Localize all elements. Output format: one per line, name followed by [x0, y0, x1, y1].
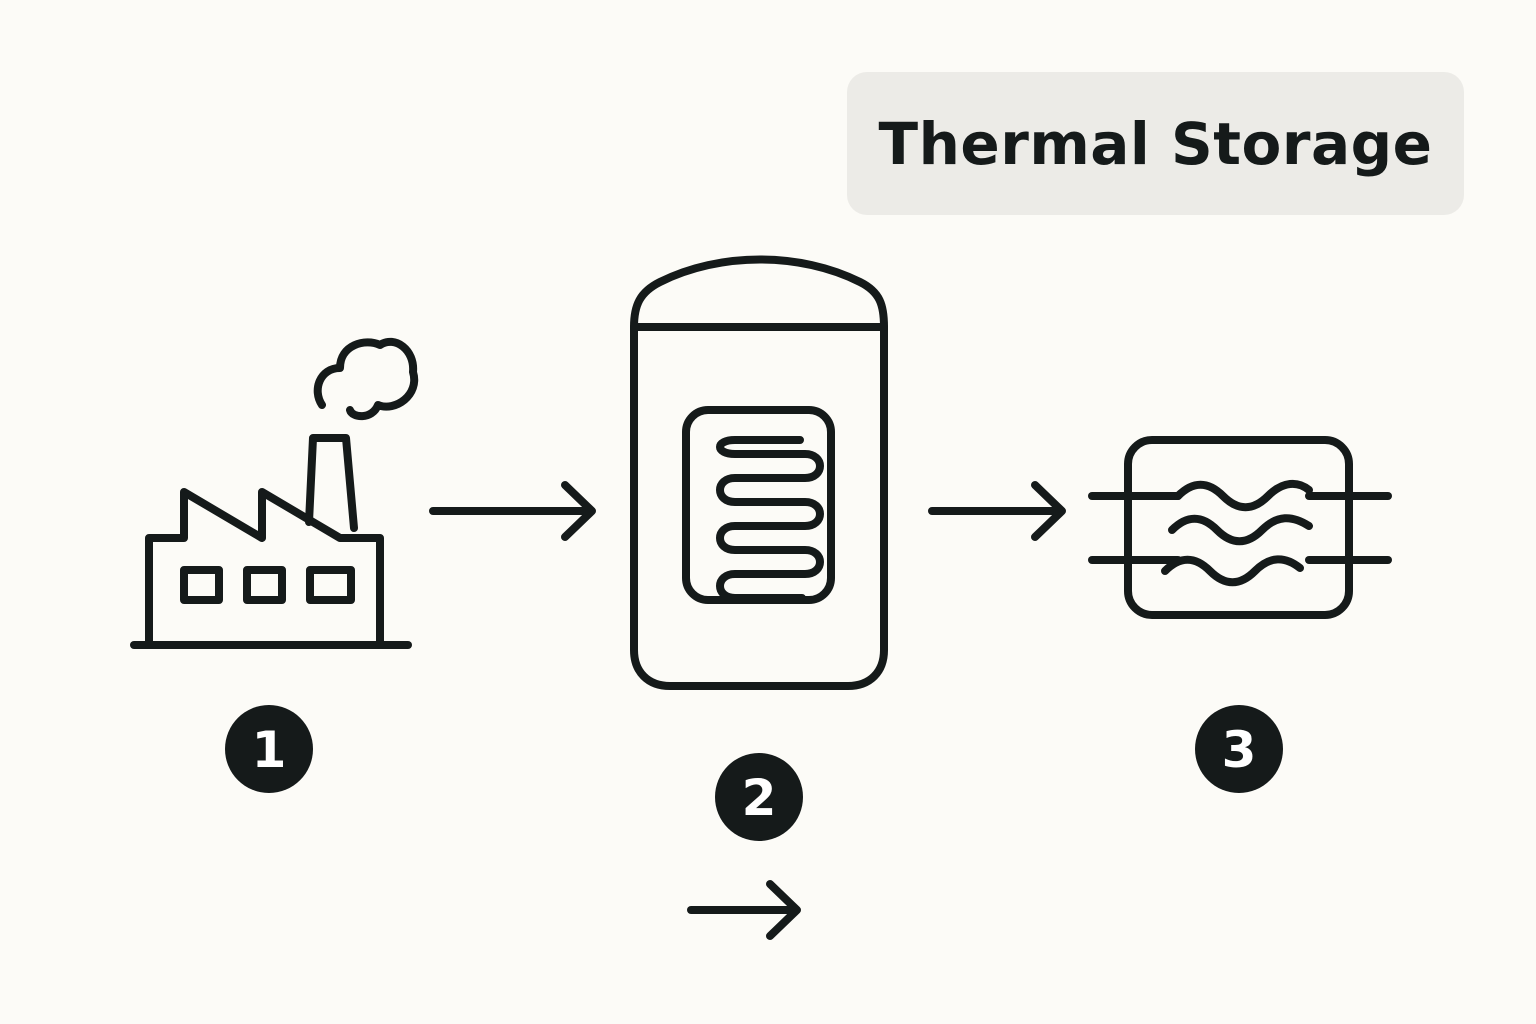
- factory-icon: [130, 337, 419, 649]
- title-box: Thermal Storage: [847, 72, 1464, 215]
- step-number: 1: [252, 721, 287, 779]
- arrow-right-icon: [429, 481, 596, 541]
- arrow-right-icon: [928, 481, 1066, 541]
- diagram-title: Thermal Storage: [878, 109, 1433, 178]
- arrow-right-icon: [687, 880, 801, 940]
- step-badge-3: 3: [1195, 705, 1283, 793]
- step-number: 3: [1222, 721, 1257, 779]
- step-badge-2: 2: [715, 753, 803, 841]
- step-number: 2: [742, 769, 777, 827]
- step-badge-1: 1: [225, 705, 313, 793]
- heat-exchanger-icon: [1088, 436, 1392, 619]
- storage-tank-icon: [630, 255, 888, 690]
